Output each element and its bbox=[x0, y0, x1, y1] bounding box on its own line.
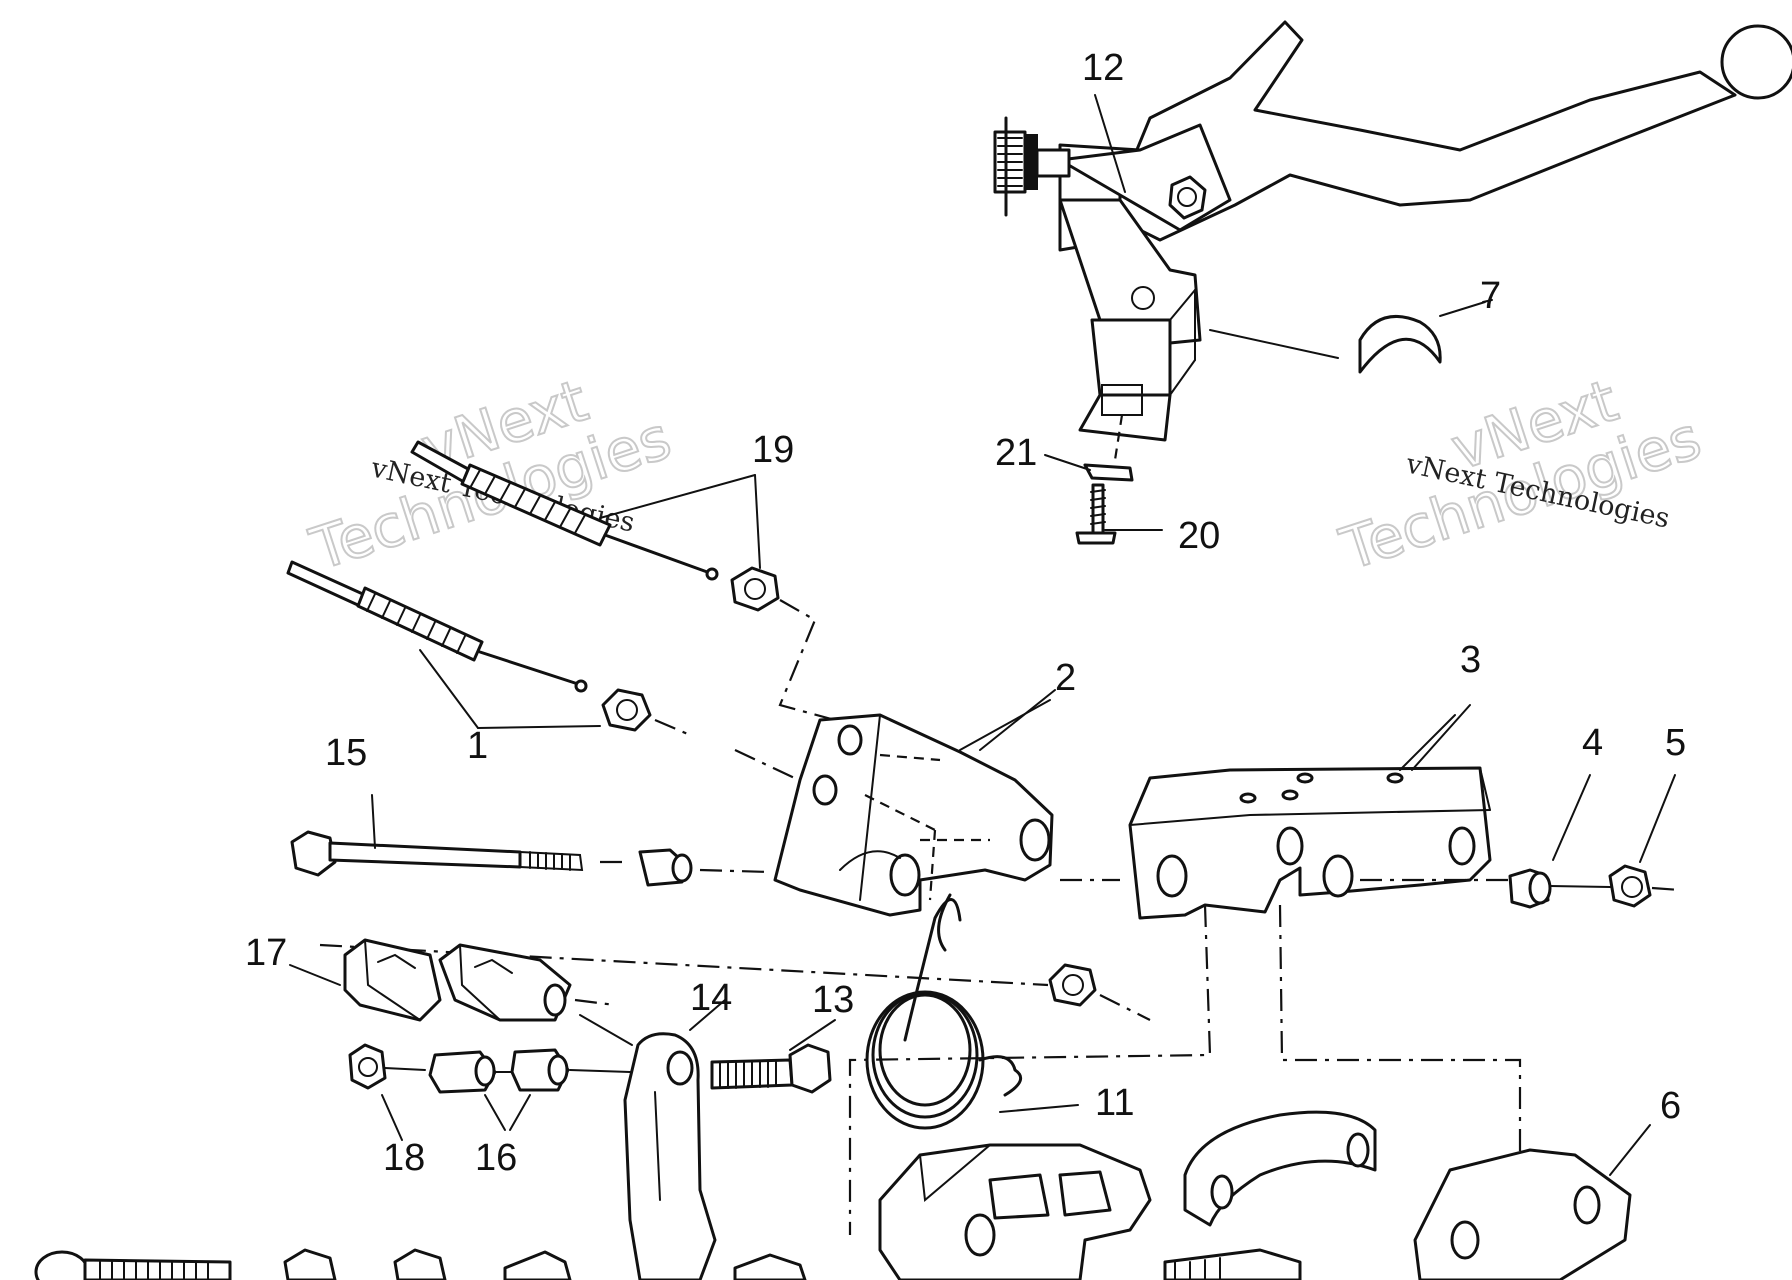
part-20-screw bbox=[1075, 483, 1117, 545]
part-1-cables bbox=[286, 440, 719, 693]
callout-15: 15 bbox=[325, 732, 367, 774]
leader-lines bbox=[419, 94, 1493, 771]
callout-5: 5 bbox=[1665, 722, 1686, 764]
callout-14: 14 bbox=[690, 977, 732, 1019]
callout-13: 13 bbox=[812, 979, 854, 1021]
callout-18: 18 bbox=[383, 1137, 425, 1179]
part-1-nut bbox=[601, 688, 821, 791]
callout-7: 7 bbox=[1480, 275, 1501, 317]
callout-4: 4 bbox=[1582, 722, 1603, 764]
part-6-plate bbox=[1413, 1124, 1651, 1280]
callout-6: 6 bbox=[1660, 1085, 1681, 1127]
part-3-bracket bbox=[848, 714, 1522, 1242]
callout-3: 3 bbox=[1460, 639, 1481, 681]
part-19-nut bbox=[730, 566, 836, 722]
part-18-nut bbox=[348, 1043, 426, 1141]
part-13-bolt bbox=[710, 1019, 836, 1094]
pivot-nut-icon bbox=[1168, 175, 1207, 220]
nut-center bbox=[319, 943, 1151, 1021]
part-17-blocks bbox=[289, 938, 616, 1022]
part-15-bolt bbox=[290, 794, 771, 887]
part-4-spacer bbox=[1508, 868, 1611, 909]
watermark-right: vNext Technologies vNext Technologies bbox=[1331, 365, 1709, 584]
bottom-row-hardware bbox=[34, 1248, 1302, 1280]
callout-20: 20 bbox=[1178, 515, 1220, 557]
callout-2: 2 bbox=[1055, 657, 1076, 699]
callout-12: 12 bbox=[1082, 47, 1124, 89]
caliper-body bbox=[878, 1143, 1152, 1280]
callout-1: 1 bbox=[467, 725, 488, 767]
callout-21: 21 bbox=[995, 432, 1037, 474]
callout-16: 16 bbox=[475, 1137, 517, 1179]
callout-labels: 12 7 21 20 19 2 3 4 5 1 15 17 14 13 11 6… bbox=[245, 47, 1686, 1179]
callout-17: 17 bbox=[245, 932, 287, 974]
part-5-nut bbox=[1552, 774, 1681, 908]
part-11-spring bbox=[865, 893, 1079, 1130]
brake-pad bbox=[1183, 1110, 1377, 1227]
part-14-arm bbox=[579, 999, 726, 1280]
part-16-spacers bbox=[428, 1048, 631, 1131]
callout-11: 11 bbox=[1095, 1082, 1134, 1124]
part-21-clip bbox=[1083, 463, 1134, 482]
callout-19: 19 bbox=[752, 429, 794, 471]
part-2-bracket bbox=[773, 699, 1054, 917]
part-7-crescent bbox=[1209, 314, 1442, 374]
part-12-brake-lever bbox=[993, 20, 1792, 461]
